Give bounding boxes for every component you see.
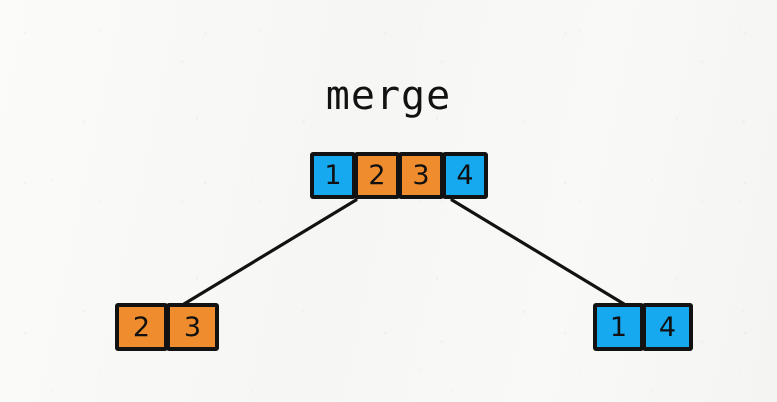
merged-array-cell-2: 3 [398, 152, 444, 199]
right-subarray-cell-0: 1 [593, 303, 644, 351]
left-subarray-cell-1: 3 [166, 303, 219, 351]
left-subarray: 2 3 [115, 303, 219, 351]
merged-array-cell-3: 4 [442, 152, 488, 199]
right-subarray-cell-1: 4 [642, 303, 693, 351]
right-subarray: 1 4 [593, 303, 693, 351]
merged-array-cell-0: 1 [310, 152, 356, 199]
merged-array: 1 2 3 4 [310, 152, 488, 199]
link-merged-to-right [450, 198, 626, 306]
link-merged-to-left [182, 198, 358, 306]
left-subarray-cell-0: 2 [115, 303, 168, 351]
merged-array-cell-1: 2 [354, 152, 400, 199]
diagram-title: merge [325, 73, 452, 119]
